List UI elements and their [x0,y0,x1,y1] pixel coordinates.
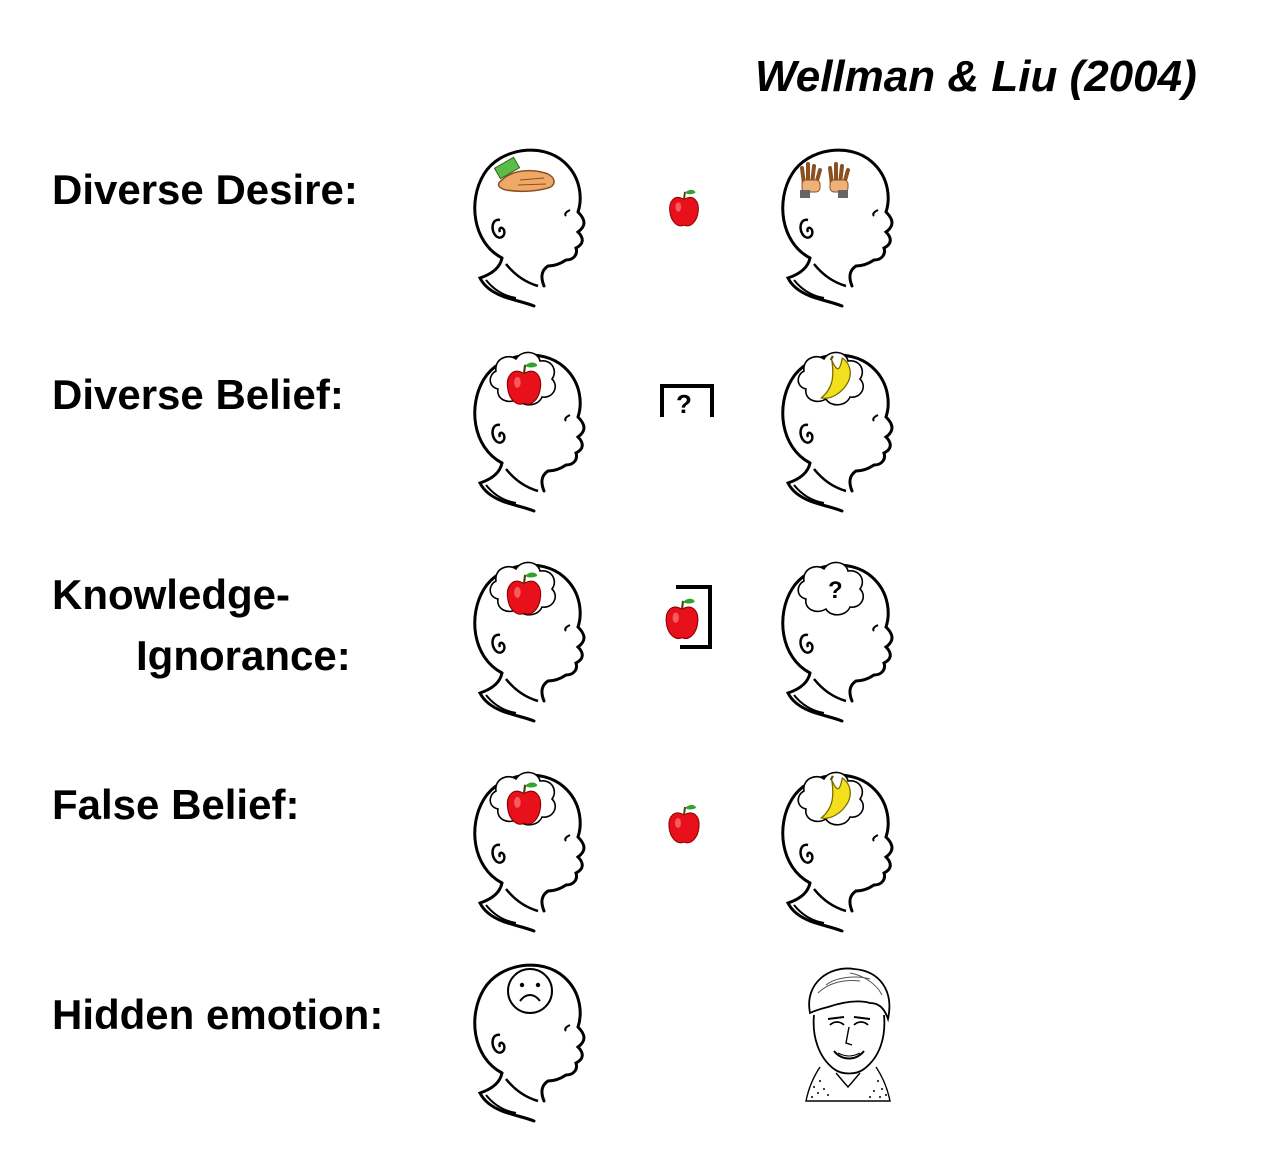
row-label: Diverse Belief: [52,371,344,418]
apple-icon [667,803,701,845]
row-diverse-belief: Diverse Belief: ? [0,345,1285,545]
row-label: Diverse Desire: [52,166,358,213]
box-question-mark: ? [676,389,692,419]
head-dislikes-icon [770,140,898,308]
smiling-person-icon [800,963,896,1103]
head-thinks-apple-icon [462,765,590,933]
citation: Wellman & Liu (2004) [755,52,1197,101]
row-label: False Belief: [52,781,300,828]
head-thinks-question-icon: ? [770,555,898,723]
row-label-line1: Knowledge- [52,571,290,618]
row-false-belief: False Belief: [0,765,1285,965]
head-thinks-apple-icon [462,345,590,513]
thought-question-mark: ? [828,577,843,604]
row-label-line2: Ignorance: [136,631,351,679]
head-thinks-banana-icon [770,765,898,933]
row-label: Knowledge- Ignorance: [52,565,351,687]
row-diverse-desire: Diverse Desire: [0,140,1285,340]
head-likes-icon [462,140,590,308]
head-thinks-apple-icon [462,555,590,723]
row-hidden-emotion: Hidden emotion: [0,955,1285,1155]
row-knowledge-ignorance: Knowledge- Ignorance: ? [0,555,1285,755]
apple-icon [668,188,700,228]
closed-box-icon: ? [660,383,714,419]
row-label: Hidden emotion: [52,991,384,1038]
head-thinks-banana-icon [770,345,898,513]
apple-in-box-icon [664,583,720,653]
head-sad-face-icon [462,955,590,1123]
